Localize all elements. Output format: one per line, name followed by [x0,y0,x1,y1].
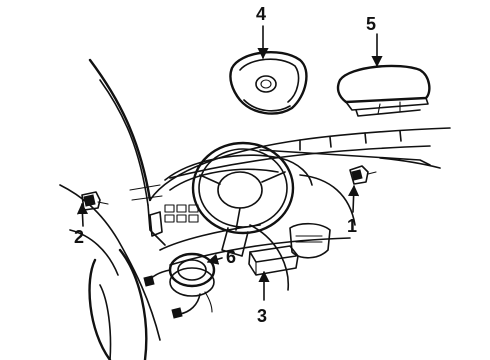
part-1-sensor [349,165,377,185]
callout-1: 1 [347,216,357,236]
part-5-passenger-airbag [336,64,431,117]
car-body [59,58,166,360]
callout-3: 3 [257,306,267,326]
part-3-control-unit [248,245,299,276]
part-4-driver-airbag [229,50,308,115]
callout-4: 4 [256,4,266,24]
part-2-sensor [81,191,109,211]
callout-5: 5 [366,14,376,34]
callout-2: 2 [74,227,84,247]
callout-6: 6 [226,247,236,267]
center-console [149,174,356,291]
steering-wheel [191,141,295,257]
callout-leaders [76,25,383,301]
part-6-clock-spring [143,252,216,319]
